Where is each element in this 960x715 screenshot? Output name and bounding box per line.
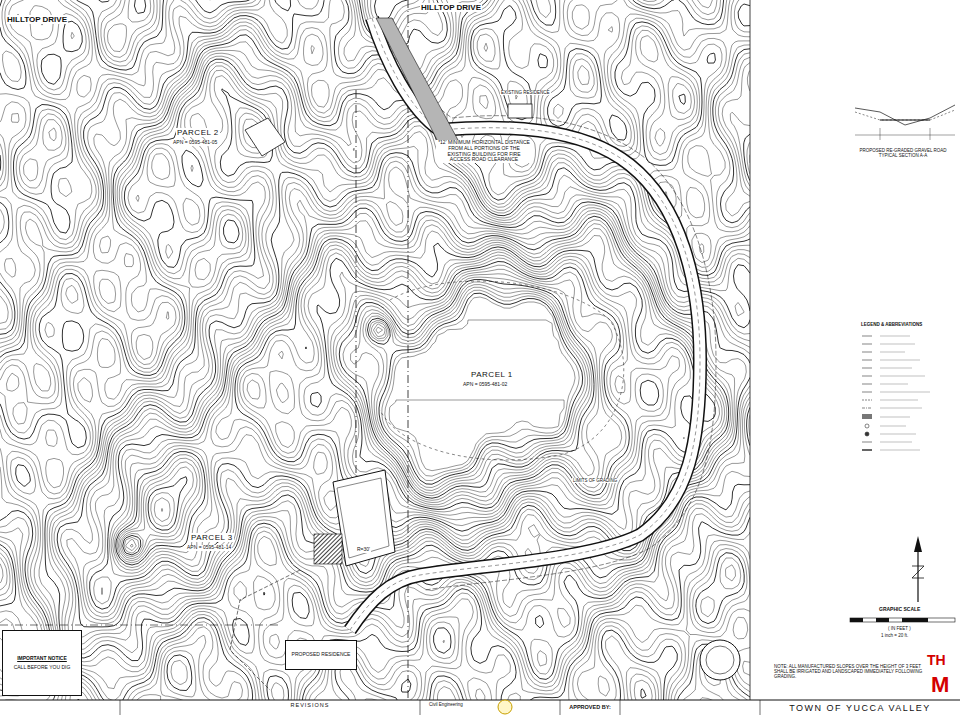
road-widening-area bbox=[376, 18, 458, 150]
plan-label: PARCEL 3 bbox=[190, 533, 234, 542]
title-block-cell: TOWN OF YUCCA VALLEY bbox=[762, 701, 958, 715]
index-contour bbox=[90, 208, 729, 609]
index-contour bbox=[0, 0, 750, 698]
box-heading: TOWN OF YUCCA VALLEY bbox=[789, 703, 931, 713]
contour-line bbox=[0, 0, 750, 323]
road-centerline bbox=[350, 18, 700, 630]
index-contour bbox=[0, 0, 750, 700]
plan-label: R=30' bbox=[356, 547, 371, 553]
plan-label: *12' MINIMUM HORIZONTAL DISTANCE FROM AL… bbox=[436, 140, 532, 163]
plan-label: PROPOSED RE-GRADED GRAVEL ROAD TYPICAL S… bbox=[850, 148, 956, 158]
contour-line bbox=[363, 287, 588, 490]
sheet-border bbox=[0, 700, 960, 701]
contour-line bbox=[52, 70, 750, 645]
index-contour bbox=[0, 4, 750, 700]
contour-line bbox=[369, 297, 579, 481]
title-block-cell: APPROVED BY: bbox=[562, 701, 618, 714]
box-heading: APPROVED BY: bbox=[569, 704, 610, 710]
contour-line bbox=[0, 0, 750, 700]
title-block-lines bbox=[120, 700, 760, 715]
plan-label: GRAPHIC SCALE bbox=[878, 607, 921, 613]
engineer-seal bbox=[706, 646, 734, 674]
contour-line bbox=[343, 282, 592, 496]
contour-line bbox=[351, 285, 590, 494]
notice-box: IMPORTANT NOTICE CALL BEFORE YOU DIG bbox=[2, 630, 82, 696]
contour-line bbox=[113, 225, 722, 571]
road-surface bbox=[350, 18, 700, 630]
index-contour bbox=[368, 293, 583, 484]
box-heading: IMPORTANT NOTICE bbox=[17, 656, 67, 662]
contour-line bbox=[47, 63, 750, 701]
residence-box: PROPOSED RESIDENCE bbox=[285, 640, 357, 670]
graphic-scale bbox=[850, 618, 955, 622]
contour-line bbox=[336, 277, 596, 500]
contour-line bbox=[120, 249, 680, 559]
limit-of-grading bbox=[392, 18, 716, 590]
company-logo-text: M bbox=[930, 672, 950, 697]
plan-label: HILLTOP DRIVE bbox=[420, 3, 482, 12]
plan-label: PARCEL 2 bbox=[176, 128, 220, 137]
contour-line bbox=[376, 327, 383, 333]
plan-label: HILLTOP DRIVE bbox=[6, 15, 68, 24]
index-contour bbox=[134, 0, 407, 21]
plan-label: APN = 0595-481-02 bbox=[462, 382, 508, 388]
contour-line bbox=[0, 0, 750, 700]
parcel-line bbox=[356, 90, 357, 480]
index-contour bbox=[116, 239, 716, 565]
plan-label: APN = 0595-481-14 bbox=[186, 545, 232, 551]
plan-label: LIMITS OF GRADING bbox=[572, 478, 618, 483]
contour-line bbox=[0, 0, 750, 700]
plan-label: LEGEND & ABBREVIATIONS bbox=[860, 322, 923, 327]
plan-label: NOTE: ALL MANUFACTURED SLOPES OVER THE H… bbox=[773, 664, 925, 680]
parcel-line bbox=[0, 625, 280, 626]
plan-label: 1 inch = 20 ft. bbox=[880, 633, 909, 638]
contour-line bbox=[114, 231, 719, 568]
contour-line bbox=[0, 0, 750, 700]
building-pad bbox=[337, 478, 389, 558]
contour-line bbox=[0, 0, 750, 700]
plan-label: ( IN FEET ) bbox=[887, 626, 912, 631]
index-contour bbox=[339, 280, 594, 499]
contour-line bbox=[371, 320, 575, 476]
contour-line bbox=[121, 253, 663, 557]
box-heading: PROPOSED RESIDENCE bbox=[292, 652, 351, 658]
engineer-seal bbox=[700, 640, 740, 680]
contour-line bbox=[0, 0, 750, 700]
north-arrow bbox=[912, 536, 924, 602]
plan-label: APN = 0595-481-05 bbox=[172, 140, 218, 146]
hatched-area bbox=[314, 534, 342, 564]
company-logo-text: TH bbox=[926, 652, 947, 668]
contour-line bbox=[117, 242, 690, 563]
contour-line bbox=[373, 324, 564, 471]
town-logo bbox=[498, 700, 512, 714]
typical-section bbox=[855, 105, 955, 140]
road-edge bbox=[350, 18, 700, 630]
contour-line bbox=[0, 0, 750, 700]
plan-label: EXISTING RESIDENCE bbox=[500, 90, 551, 95]
index-contour bbox=[123, 258, 659, 555]
index-contour bbox=[16, 59, 750, 700]
index-contour bbox=[57, 89, 750, 627]
box-heading: REVISIONS bbox=[291, 702, 330, 708]
existing-building bbox=[245, 118, 285, 156]
legend-symbols bbox=[862, 336, 930, 450]
title-block-cell: REVISIONS bbox=[200, 700, 420, 710]
contour-line bbox=[54, 76, 750, 639]
existing-building bbox=[508, 104, 532, 118]
pad-outline bbox=[380, 281, 624, 460]
contour-line bbox=[0, 0, 750, 700]
sheet-border bbox=[750, 0, 751, 700]
plan-label: Civil Engineering bbox=[428, 702, 464, 707]
box-text: CALL BEFORE YOU DIG bbox=[14, 665, 71, 671]
limit-of-grading bbox=[230, 570, 300, 690]
contour-line bbox=[366, 290, 586, 487]
plan-label: PARCEL 1 bbox=[470, 370, 514, 379]
contour-line bbox=[118, 245, 685, 561]
